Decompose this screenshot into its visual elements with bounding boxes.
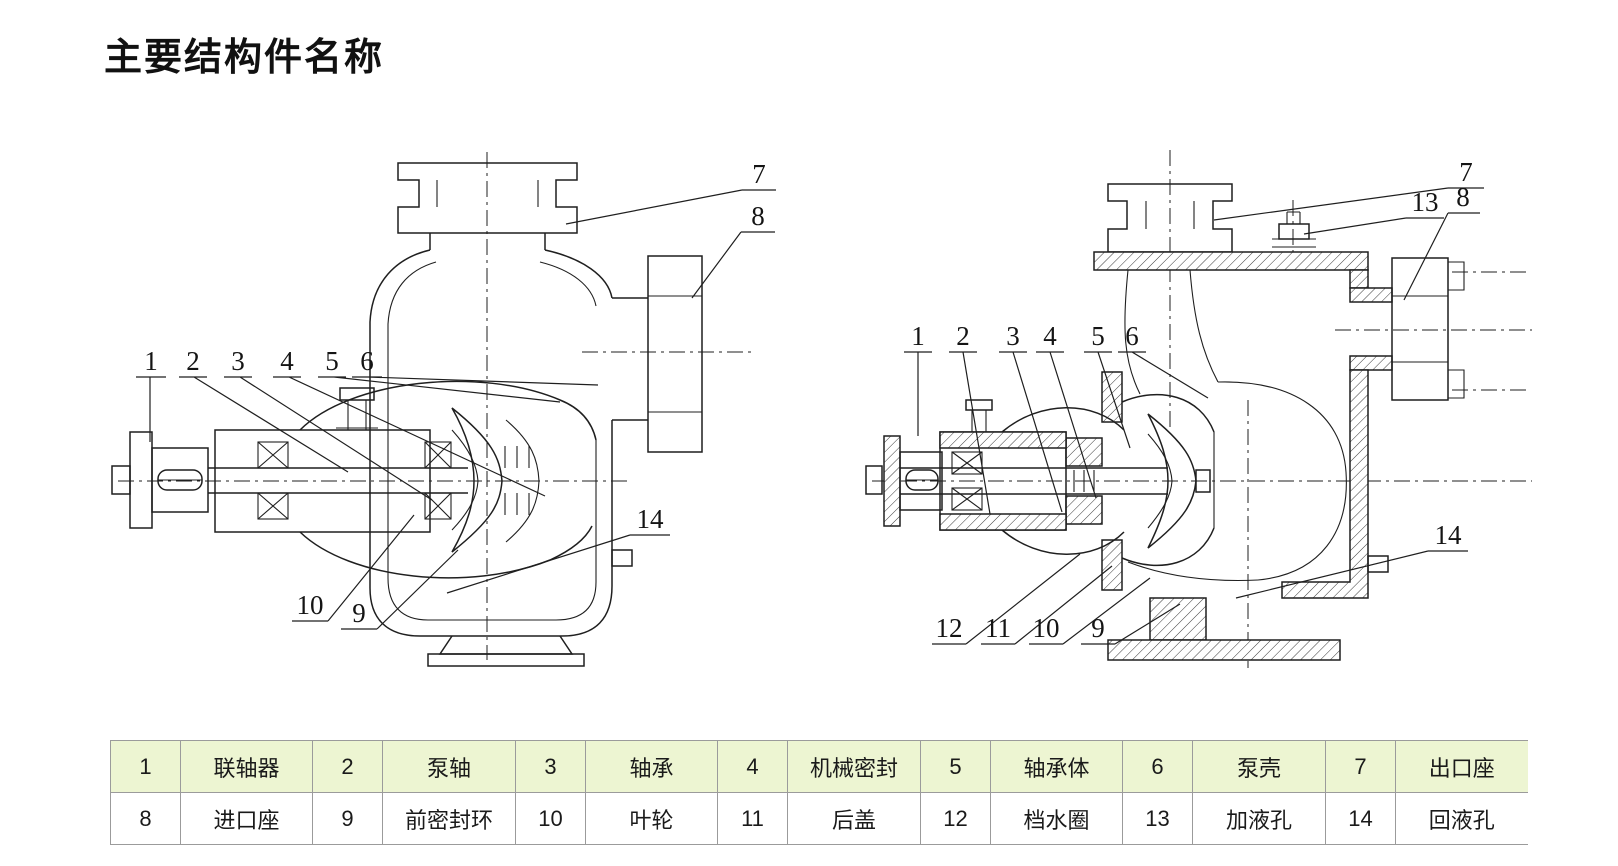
callout-label: 6 [360,346,374,376]
part-name-cell: 轴承体 [990,740,1123,793]
part-name-cell: 加液孔 [1192,792,1326,845]
part-no-cell: 7 [1325,740,1396,793]
right-foot [1149,597,1207,641]
right-bearing-housing [939,399,1067,531]
callout-label: 10 [297,590,324,620]
callout-label: 10 [1033,613,1060,643]
right-shaft [900,467,1168,495]
right-mechanical-seal [1065,437,1103,525]
right-casing-top-plate [1093,251,1369,271]
left-pump-drawing [111,152,756,667]
right-drain-plug [1367,555,1389,573]
callout-label: 4 [280,346,294,376]
right-pump-drawing [865,150,1532,668]
callout-label: 2 [186,346,200,376]
part-no-cell: 4 [717,740,788,793]
right-filler-plug [1272,211,1316,248]
left-pump-callouts: 1 2 3 4 5 6 7 8 9 10 14 [144,159,766,628]
callout-label: 9 [1091,613,1105,643]
part-name-cell: 叶轮 [585,792,718,845]
part-no-cell: 12 [920,792,991,845]
left-casing-outline [369,249,613,637]
page-title: 主要结构件名称 [104,37,385,79]
callout-label: 6 [1125,321,1139,351]
part-name-cell: 泵轴 [382,740,516,793]
callout-label: 5 [1091,321,1105,351]
left-drain-plug [611,549,633,567]
left-shaft [208,467,468,494]
part-name-cell: 泵壳 [1192,740,1326,793]
right-casing-wall [1281,369,1369,599]
callout-label: 14 [637,504,665,534]
part-name-cell: 档水圈 [990,792,1123,845]
right-rear-cover [1121,393,1215,433]
part-no-cell: 1 [110,740,181,793]
callout-label: 7 [752,159,766,189]
part-name-cell: 出口座 [1395,740,1528,793]
left-mechanical-seal [504,446,530,515]
callout-label: 14 [1435,520,1463,550]
part-no-cell: 9 [312,792,383,845]
callout-label: 1 [911,321,925,351]
callout-label: 9 [352,598,366,628]
right-coupling [865,435,943,527]
part-name-cell: 进口座 [180,792,313,845]
right-impeller [1147,413,1197,549]
callout-label: 13 [1412,187,1439,217]
callout-label: 8 [1456,182,1470,212]
part-name-cell: 后盖 [787,792,921,845]
callout-label: 2 [956,321,970,351]
left-foot [438,635,574,655]
right-pump-leaders [904,187,1484,645]
callout-label: 11 [985,613,1011,643]
parts-table: 1 联轴器 2 泵轴 3 轴承 4 机械密封 5 轴承体 6 泵壳 7 出口座 … [110,740,1528,845]
part-no-cell: 2 [312,740,383,793]
part-no-cell: 11 [717,792,788,845]
left-coupling [111,431,209,529]
callout-label: 7 [1459,157,1473,187]
part-no-cell: 8 [110,792,181,845]
part-no-cell: 5 [920,740,991,793]
parts-row-1: 1 联轴器 2 泵轴 3 轴承 4 机械密封 5 轴承体 6 泵壳 7 出口座 [110,740,1528,793]
part-name-cell: 机械密封 [787,740,921,793]
callout-label: 8 [751,201,765,231]
parts-row-2: 8 进口座 9 前密封环 10 叶轮 11 后盖 12 档水圈 13 加液孔 1… [110,792,1528,845]
callout-label: 4 [1043,321,1057,351]
callout-label: 12 [936,613,963,643]
part-no-cell: 6 [1122,740,1193,793]
left-impeller [451,407,503,553]
right-bearing-body-dome [1001,407,1125,433]
part-no-cell: 13 [1122,792,1193,845]
part-name-cell: 轴承 [585,740,718,793]
left-pump-leaders [136,189,776,630]
right-pump-callouts: 1 2 3 4 5 6 7 8 9 10 11 12 13 14 [911,157,1473,643]
callout-label: 3 [231,346,245,376]
left-outlet-flange [647,255,703,453]
part-name-cell: 前密封环 [382,792,516,845]
callout-label: 5 [325,346,339,376]
callout-label: 3 [1006,321,1020,351]
part-name-cell: 联轴器 [180,740,313,793]
right-outlet-flange [1391,257,1449,401]
left-bearing-body-dome [299,380,597,441]
part-name-cell: 回液孔 [1395,792,1528,845]
part-no-cell: 14 [1325,792,1396,845]
part-no-cell: 10 [515,792,586,845]
part-no-cell: 3 [515,740,586,793]
callout-label: 1 [144,346,158,376]
left-top-flange [397,162,578,234]
